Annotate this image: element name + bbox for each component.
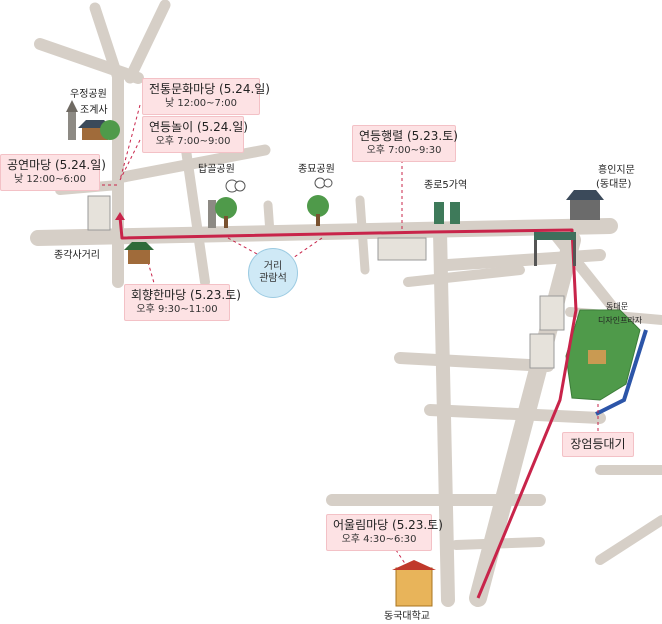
callout-jeontong-munhwa-madang: 전통문화마당 (5.24.일) 낮 12:00~7:00: [142, 78, 270, 115]
road: [89, 2, 124, 84]
callout-time: 오후 7:00~9:00: [155, 136, 231, 147]
label-jogyesa: 조계사: [80, 105, 108, 116]
label-ddp-2: 디자인프라자: [598, 316, 643, 325]
road: [263, 200, 275, 238]
main-road-jongno: [30, 218, 618, 246]
ddp-building: [588, 350, 606, 364]
road: [34, 38, 144, 84]
jongmyo-park-landmark: [307, 177, 333, 226]
lantern-display-line: [595, 329, 648, 416]
callout-time: 오후 9:30~11:00: [136, 304, 218, 315]
callout-title: 전통문화마당 (5.24.일): [149, 82, 270, 96]
callout-jangeom-deung: 장엄등대기: [562, 432, 634, 457]
callout-yeondeung-nori: 연등놀이 (5.24.일) 오후 7:00~9:00: [142, 116, 248, 153]
road: [394, 352, 554, 372]
parade-route: [118, 216, 578, 599]
street-seating-bubble: 거리 관람석: [248, 248, 298, 298]
callout-title: 회향한마당 (5.23.토): [131, 288, 241, 302]
tapgol-park-landmark: [208, 179, 246, 228]
callout-eoullim-madang: 어울림마당 (5.23.토) 오후 4:30~6:30: [326, 514, 443, 551]
road: [451, 537, 545, 550]
label-tapgol-park: 탑골공원: [198, 164, 235, 175]
callout-title: 연등놀이 (5.24.일): [149, 120, 248, 134]
jongno5-station-icon: [434, 202, 460, 224]
road: [424, 404, 606, 424]
route-arrow: [115, 212, 125, 220]
label-ujeong-park: 우정공원: [70, 89, 107, 100]
label-dongguk-university: 동국대학교: [384, 611, 430, 622]
callout-time: 낮 12:00~7:00: [164, 98, 238, 109]
jonggak-pavilion-icon: [124, 242, 154, 264]
road: [355, 195, 370, 275]
street-seating-line2: 관람석: [259, 273, 287, 284]
ujeong-jogyesa-landmark: [66, 100, 120, 140]
road: [181, 145, 210, 287]
callout-time: 오후 4:30~6:30: [341, 534, 417, 545]
street-seating-line1: 거리: [263, 261, 283, 272]
callout-title: 장엄등대기: [570, 437, 626, 451]
dongdaemun-sign-gate: [534, 232, 576, 266]
label-jongno5-station: 종로5가역: [424, 180, 468, 191]
callout-hoehyang-hanmadang: 회향한마당 (5.23.토) 오후 9:30~11:00: [124, 284, 241, 321]
heunginjimun-gate-icon: [566, 190, 604, 220]
callout-title: 공연마당 (5.24.일): [7, 158, 106, 172]
callout-title: 연등행렬 (5.23.토): [359, 129, 458, 143]
dongguk-university-building: [392, 560, 436, 607]
road: [124, 0, 171, 84]
road: [595, 515, 662, 565]
road: [403, 265, 525, 287]
callout-gongyeon-madang: 공연마당 (5.24.일) 낮 12:00~6:00: [0, 154, 106, 191]
callout-yeondeung-haengryeol: 연등행렬 (5.23.토) 오후 7:00~9:30: [352, 125, 458, 162]
label-heunginjimun: 흥인지문: [598, 165, 635, 176]
callout-time: 낮 12:00~6:00: [13, 174, 87, 185]
label-jonggak-intersection: 종각사거리: [54, 250, 100, 261]
label-dongdaemun: (동대문): [596, 179, 632, 190]
building-icon: [87, 195, 565, 369]
label-jongmyo-park: 종묘공원: [298, 164, 335, 175]
callout-time: 오후 7:00~9:30: [366, 145, 442, 156]
label-ddp-1: 동대문: [606, 302, 629, 311]
callout-title: 어울림마당 (5.23.토): [333, 518, 443, 532]
